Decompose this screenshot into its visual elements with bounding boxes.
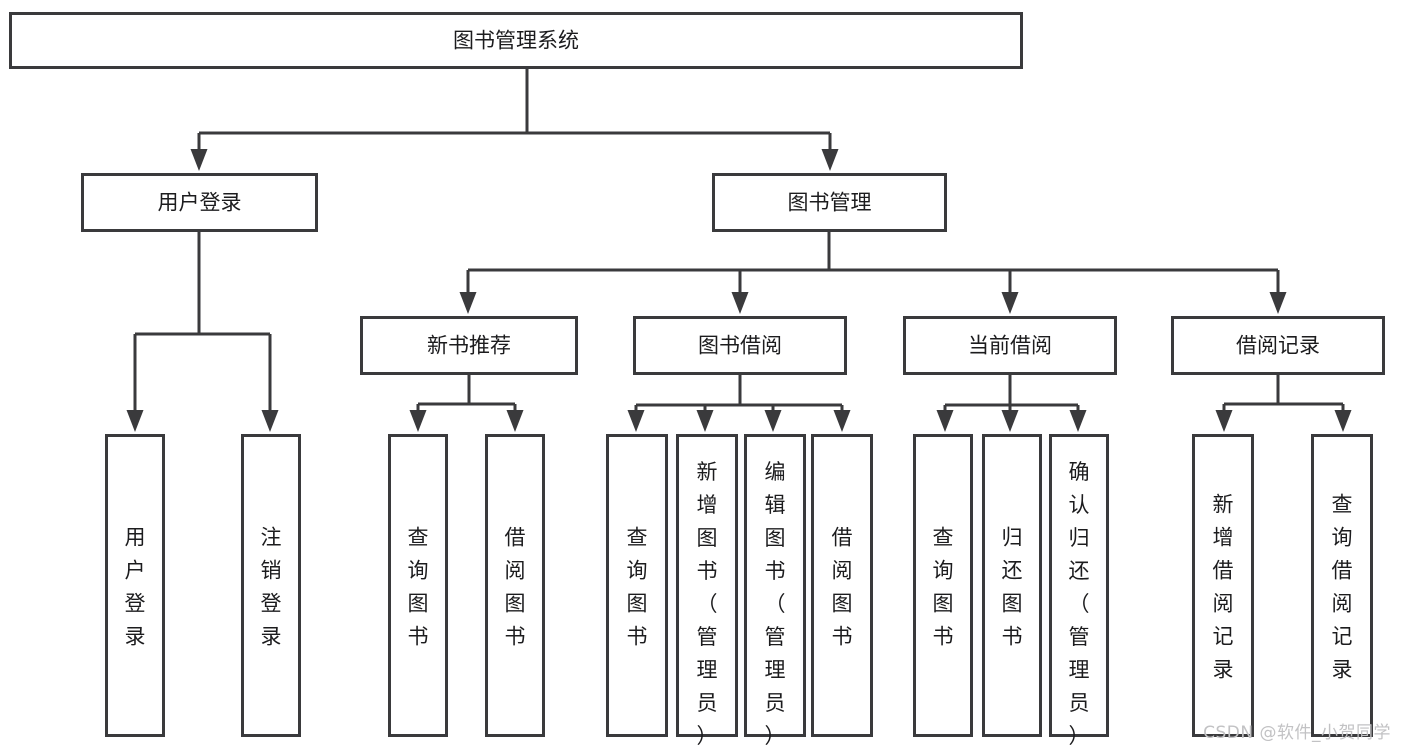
node-label-current-borrow: 当前借阅 [968, 334, 1052, 358]
node-box-leaf-user-login [105, 434, 165, 737]
connector-arrowhead [126, 410, 144, 432]
node-box-book-management [712, 173, 947, 232]
node-label-user-login: 用户登录 [158, 191, 242, 215]
connector-arrowhead [1334, 410, 1352, 432]
connector-arrowhead [821, 149, 839, 171]
node-box-leaf-add-book-admin [676, 434, 738, 737]
node-new-book-recommend[interactable]: 新书推荐 [360, 316, 578, 375]
connector-user-login-to-leaves [126, 232, 279, 432]
connector-book-management-to-level3 [459, 232, 1287, 314]
node-box-leaf-return-book [982, 434, 1042, 737]
node-label-leaf-query-book-current: 查询图书 [933, 525, 954, 648]
node-current-borrow[interactable]: 当前借阅 [903, 316, 1117, 375]
connector-arrowhead [1069, 410, 1087, 432]
connector-borrow-to-leaves [627, 375, 851, 432]
connector-arrowhead [459, 292, 477, 314]
node-label-leaf-borrow-book: 借阅图书 [832, 525, 853, 648]
node-box-leaf-query-book-current [913, 434, 973, 737]
node-box-user-login [81, 173, 318, 232]
connector-root-to-level2 [190, 69, 839, 171]
node-label-root: 图书管理系统 [453, 29, 579, 53]
node-label-leaf-query-borrow-record: 查询借阅记录 [1332, 492, 1353, 681]
node-book-management[interactable]: 图书管理 [712, 173, 947, 232]
node-box-leaf-borrow-book [811, 434, 873, 737]
node-leaf-borrow-book[interactable]: 借阅图书 [811, 434, 873, 737]
node-box-book-borrow [633, 316, 847, 375]
node-leaf-add-borrow-record[interactable]: 新增借阅记录 [1192, 434, 1254, 737]
node-box-leaf-query-book-borrow [606, 434, 668, 737]
connector-arrowhead [409, 410, 427, 432]
connector-arrowhead [506, 410, 524, 432]
connector-arrowhead [1215, 410, 1233, 432]
node-leaf-query-book-recommend[interactable]: 查询图书 [388, 434, 448, 737]
connector-arrowhead [190, 149, 208, 171]
connector-arrowhead [1001, 292, 1019, 314]
node-label-book-borrow: 图书借阅 [698, 334, 782, 358]
node-label-leaf-add-borrow-record: 新增借阅记录 [1213, 492, 1234, 681]
node-leaf-borrow-book-recommend[interactable]: 借阅图书 [485, 434, 545, 737]
connector-arrowhead [627, 410, 645, 432]
node-label-leaf-user-logout: 注销登录 [261, 525, 282, 648]
connectors-layer [126, 69, 1352, 432]
node-box-current-borrow [903, 316, 1117, 375]
connector-arrowhead [833, 410, 851, 432]
node-leaf-confirm-return-admin[interactable]: 确认归还（管理员） [1049, 434, 1109, 747]
node-label-leaf-edit-book-admin: 编辑图书（管理员） [765, 460, 786, 747]
node-user-login[interactable]: 用户登录 [81, 173, 318, 232]
connector-arrowhead [764, 410, 782, 432]
connector-arrowhead [731, 292, 749, 314]
node-leaf-query-book-current[interactable]: 查询图书 [913, 434, 973, 737]
node-label-new-book-recommend: 新书推荐 [427, 334, 511, 358]
node-box-leaf-confirm-return-admin [1049, 434, 1109, 737]
node-leaf-query-book-borrow[interactable]: 查询图书 [606, 434, 668, 737]
node-box-new-book-recommend [360, 316, 578, 375]
node-label-book-management: 图书管理 [788, 191, 872, 215]
connector-arrowhead [261, 410, 279, 432]
connector-arrowhead [936, 410, 954, 432]
node-box-borrow-record [1171, 316, 1385, 375]
connector-record-to-leaves [1215, 375, 1352, 432]
node-label-leaf-return-book: 归还图书 [1002, 525, 1023, 648]
node-box-leaf-query-borrow-record [1311, 434, 1373, 737]
node-box-leaf-user-logout [241, 434, 301, 737]
node-label-leaf-confirm-return-admin: 确认归还（管理员） [1069, 460, 1090, 747]
node-leaf-user-logout[interactable]: 注销登录 [241, 434, 301, 737]
node-box-leaf-edit-book-admin [744, 434, 806, 737]
node-label-leaf-add-book-admin: 新增图书（管理员） [697, 460, 718, 747]
node-label-leaf-query-book-recommend: 查询图书 [408, 525, 429, 648]
node-label-leaf-query-book-borrow: 查询图书 [627, 525, 648, 648]
node-borrow-record[interactable]: 借阅记录 [1171, 316, 1385, 375]
node-root[interactable]: 图书管理系统 [9, 12, 1023, 69]
node-book-borrow[interactable]: 图书借阅 [633, 316, 847, 375]
node-leaf-query-borrow-record[interactable]: 查询借阅记录 [1311, 434, 1373, 737]
node-box-root [9, 12, 1023, 69]
nodes-layer: 图书管理系统用户登录图书管理新书推荐图书借阅当前借阅借阅记录用户登录注销登录查询… [9, 12, 1385, 747]
connector-arrowhead [1001, 410, 1019, 432]
node-box-leaf-query-book-recommend [388, 434, 448, 737]
node-leaf-return-book[interactable]: 归还图书 [982, 434, 1042, 737]
node-leaf-edit-book-admin[interactable]: 编辑图书（管理员） [744, 434, 806, 747]
connector-recommend-to-leaves [409, 375, 524, 432]
node-label-leaf-borrow-book-recommend: 借阅图书 [505, 525, 526, 648]
node-leaf-add-book-admin[interactable]: 新增图书（管理员） [676, 434, 738, 747]
node-label-leaf-user-login: 用户登录 [125, 525, 146, 648]
connector-current-to-leaves [936, 375, 1087, 432]
node-box-leaf-add-borrow-record [1192, 434, 1254, 737]
node-box-leaf-borrow-book-recommend [485, 434, 545, 737]
node-label-borrow-record: 借阅记录 [1236, 334, 1320, 358]
connector-arrowhead [1269, 292, 1287, 314]
connector-arrowhead [696, 410, 714, 432]
watermark-label: CSDN @软件_小贺同学 [1203, 723, 1391, 743]
node-leaf-user-login[interactable]: 用户登录 [105, 434, 165, 737]
